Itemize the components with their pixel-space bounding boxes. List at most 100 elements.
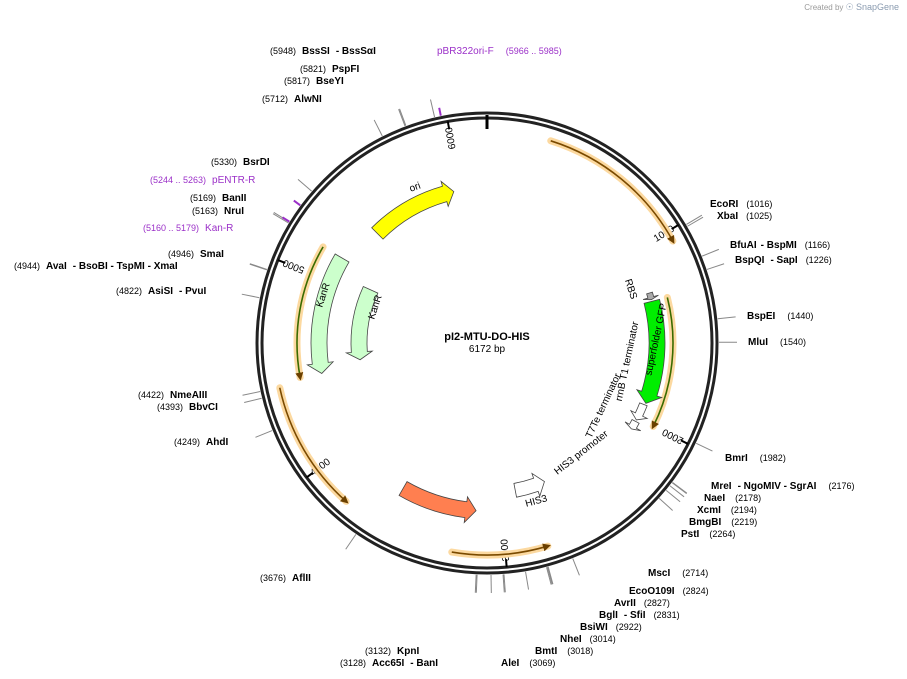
site-leader — [272, 213, 289, 224]
tick-label: 3000 — [499, 538, 512, 562]
site-leader — [546, 567, 552, 585]
feature-arrow-ori[interactable] — [371, 180, 455, 240]
svg-text:BglI- SfiI(2831): BglI- SfiI(2831) — [599, 610, 680, 621]
site-pos: (1540) — [780, 337, 806, 347]
site-label-smai[interactable]: (4946)SmaI — [168, 249, 224, 260]
site-name: XcmI — [697, 505, 721, 516]
site-pos: (3069) — [529, 658, 555, 668]
site-pos: (4944) — [14, 261, 40, 271]
site-label-nrui[interactable]: (5163)NruI — [192, 206, 244, 217]
site-label-bgli[interactable]: BglI- SfiI(2831) — [599, 610, 680, 621]
tick-label: 6000 — [444, 126, 459, 150]
orf-arc — [451, 543, 551, 556]
site-label-acc65i[interactable]: (3128)Acc65I- BanI — [340, 658, 438, 669]
primer-label-pentr-r[interactable]: (5244 .. 5263)pENTR-R — [150, 175, 255, 186]
site-pos: (2176) — [828, 481, 854, 491]
primer-mark — [293, 199, 301, 207]
site-name: Acc65I — [372, 658, 404, 669]
site-label-bmgbi[interactable]: BmgBI(2219) — [689, 517, 757, 528]
feature-arrow-rbs[interactable] — [642, 291, 659, 301]
site-name: BseYI — [316, 76, 344, 87]
site-label-aflii[interactable]: (3676)AflII — [260, 573, 311, 584]
feature-arrow-his3[interactable] — [398, 481, 477, 524]
primer-name: pBR322ori-F — [437, 46, 494, 57]
svg-text:BspEI(1440): BspEI(1440) — [747, 311, 813, 322]
svg-text:(5330)BsrDI: (5330)BsrDI — [211, 157, 270, 168]
site-label-nmeaiii[interactable]: (4422)NmeAIII — [138, 390, 207, 401]
site-name: BglI — [599, 610, 618, 621]
site-label-psti[interactable]: PstI(2264) — [681, 529, 735, 540]
backbone-inner — [260, 116, 714, 570]
site-label-bspei[interactable]: BspEI(1440) — [747, 311, 813, 322]
site-label-xbai[interactable]: XbaI(1025) — [717, 211, 772, 222]
site-label-mlui[interactable]: MluI(1540) — [748, 337, 806, 348]
site-label-nhei[interactable]: NheI(3014) — [560, 634, 616, 645]
site-label-bfuai[interactable]: BfuAI- BspMI(1166) — [730, 240, 830, 251]
site-label-avrii[interactable]: AvrII (2827) — [614, 598, 670, 609]
site-label-bseyi[interactable]: (5817)BseYI — [284, 76, 344, 87]
site-label-xcmi[interactable]: XcmI(2194) — [697, 505, 757, 516]
feature-arrow-kanr-copy[interactable] — [344, 285, 379, 361]
site-label-ecoo109i[interactable]: EcoO109I(2824) — [629, 586, 709, 597]
svg-text:XbaI(1025): XbaI(1025) — [717, 211, 772, 222]
svg-text:(5160 .. 5179)Kan-R: (5160 .. 5179)Kan-R — [143, 223, 233, 234]
feature-arrow-superfolder-gfp[interactable] — [635, 298, 666, 404]
site-label-msci[interactable]: MscI(2714) — [648, 568, 708, 579]
site-name: BssSI — [302, 46, 330, 57]
site-label-alwni[interactable]: (5712)AlwNI — [262, 94, 322, 105]
site-name: BsrDI — [243, 157, 270, 168]
feature-label-his3-promoter: HIS3 promoter — [552, 428, 611, 477]
site-leader — [503, 574, 506, 593]
site-name: BbvCI — [189, 402, 218, 413]
svg-text:NaeI(2178): NaeI(2178) — [704, 493, 761, 504]
site-label-naei[interactable]: NaeI(2178) — [704, 493, 761, 504]
site-label-asisi[interactable]: (4822)AsiSI- PvuI — [116, 286, 206, 297]
primer-name: pENTR-R — [212, 175, 255, 186]
svg-text:BfuAI- BspMI(1166): BfuAI- BspMI(1166) — [730, 240, 830, 251]
site-label-bspqi[interactable]: BspQI- SapI(1226) — [735, 255, 832, 266]
site-label-kpni[interactable]: (3132)KpnI — [365, 646, 419, 657]
watermark: Created by ☉ SnapGene — [804, 2, 899, 13]
site-pos: (2219) — [731, 517, 757, 527]
primer-label-pbr322ori-f[interactable]: pBR322ori-F(5966 .. 5985) — [437, 46, 562, 57]
svg-text:EcoO109I(2824): EcoO109I(2824) — [629, 586, 709, 597]
site-pos: (5821) — [300, 64, 326, 74]
site-pos: (1025) — [746, 211, 772, 221]
site-extra: - PvuI — [179, 286, 206, 297]
site-name: KpnI — [397, 646, 419, 657]
site-name: PspFI — [332, 64, 359, 75]
site-leader-group — [241, 99, 738, 593]
site-name: AvrII — [614, 598, 636, 609]
site-label-mrei[interactable]: MreI- NgoMIV - SgrAI(2176) — [711, 481, 854, 492]
site-label-bmri[interactable]: BmrI(1982) — [725, 453, 786, 464]
site-name: BanII — [222, 193, 247, 204]
site-leader — [249, 263, 267, 271]
site-extra: - SfiI — [624, 610, 646, 621]
feature-arrow-kanr[interactable] — [306, 253, 350, 374]
site-pos: (2827) — [644, 598, 670, 608]
site-leader — [429, 99, 436, 118]
site-label-bmti[interactable]: BmtI(3018) — [535, 646, 593, 657]
site-name: NheI — [560, 634, 582, 645]
site-label-bbvci[interactable]: (4393)BbvCI — [157, 402, 218, 413]
site-label-pspfi[interactable]: (5821) PspFI — [300, 64, 359, 75]
feature-arrow-t7te-terminator[interactable] — [624, 419, 641, 432]
site-label-bsssi[interactable]: (5948)BssSI- BssSαI — [270, 46, 376, 57]
site-label-banii[interactable]: (5169)BanII — [190, 193, 247, 204]
feature-arrow-his3-promoter[interactable] — [513, 472, 545, 498]
site-label-avai[interactable]: (4944)AvaI- BsoBI - TspMI - XmaI — [14, 261, 178, 272]
site-label-bsrdi[interactable]: (5330)BsrDI — [211, 157, 270, 168]
site-pos: (2922) — [616, 622, 642, 632]
primer-label-kan-r[interactable]: (5160 .. 5179)Kan-R — [143, 223, 233, 234]
svg-text:BspQI- SapI(1226): BspQI- SapI(1226) — [735, 255, 832, 266]
site-label-alei[interactable]: AleI(3069) — [501, 658, 555, 669]
feature-arrow-rrnb-t1-terminator[interactable] — [629, 402, 649, 421]
site-pos: (1016) — [746, 199, 772, 209]
site-label-bsiwi[interactable]: BsiWI(2922) — [580, 622, 642, 633]
site-name: BspEI — [747, 311, 776, 322]
site-pos: (3128) — [340, 658, 366, 668]
svg-text:(4249)AhdI: (4249)AhdI — [174, 437, 228, 448]
site-label-ahdi[interactable]: (4249)AhdI — [174, 437, 228, 448]
site-label-ecori[interactable]: EcoRI(1016) — [710, 199, 772, 210]
svg-text:MluI(1540): MluI(1540) — [748, 337, 806, 348]
